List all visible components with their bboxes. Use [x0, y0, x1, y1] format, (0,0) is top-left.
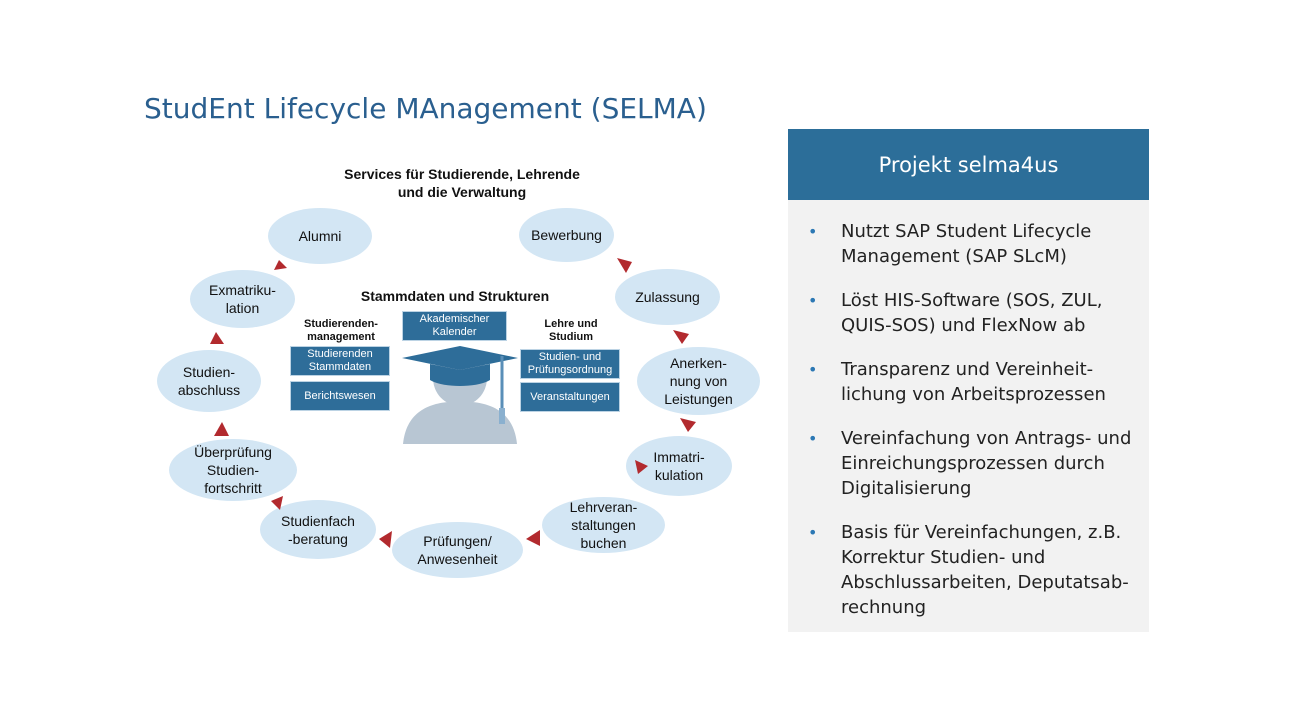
- lifecycle-step-studienfachberatung: Studienfach -beratung: [260, 500, 376, 559]
- arrow-icon: [210, 332, 224, 344]
- slide-title: StudEnt Lifecycle MAnagement (SELMA): [144, 92, 707, 125]
- reporting-box: Berichtswesen: [290, 381, 390, 411]
- arrow-icon: [214, 422, 229, 436]
- arrow-icon: [617, 258, 632, 273]
- project-panel: Projekt selma4us •Nutzt SAP Student Life…: [788, 129, 1149, 632]
- student-management-label: Studierenden- management: [304, 318, 378, 343]
- lifecycle-step-anerkennung: Anerken- nung von Leistungen: [637, 347, 760, 415]
- student-master-data-box: Studierenden Stammdaten: [290, 346, 390, 376]
- cycle-arrows: [210, 258, 696, 548]
- lifecycle-step-exmatrikulation: Exmatriku- lation: [190, 270, 295, 328]
- bullet-icon: •: [808, 291, 818, 310]
- bullet-item: •Vereinfachung von Antrags- und Einreich…: [808, 428, 1132, 499]
- bullet-list: •Nutzt SAP Student Lifecycle Management …: [788, 219, 1149, 639]
- arrow-icon: [274, 260, 287, 270]
- lifecycle-step-bewerbung: Bewerbung: [519, 208, 614, 262]
- core-title: Stammdaten und Strukturen: [360, 288, 550, 304]
- teaching-label: Lehre und Studium: [544, 318, 598, 343]
- bullet-icon: •: [808, 222, 818, 241]
- academic-calendar-box: Akademischer Kalender: [402, 311, 507, 341]
- graduate-figure-icon: [402, 346, 518, 444]
- lifecycle-step-lehrveranstaltungen: Lehrveran- staltungen buchen: [542, 497, 665, 553]
- bullet-icon: •: [808, 360, 818, 379]
- services-title: Services für Studierende, Lehrende und d…: [344, 166, 580, 200]
- panel-header: Projekt selma4us: [788, 129, 1149, 200]
- arrow-icon: [379, 531, 392, 548]
- arrow-icon: [271, 496, 283, 510]
- study-regulations-box: Studien- und Prüfungsordnung: [520, 349, 620, 379]
- lifecycle-step-studienabschluss: Studien- abschluss: [157, 350, 261, 412]
- lifecycle-step-zulassung: Zulassung: [615, 269, 720, 325]
- arrow-icon: [635, 460, 648, 474]
- bullet-icon: •: [808, 523, 818, 542]
- lifecycle-diagram: Services für Studierende, Lehrende und d…: [157, 166, 760, 578]
- lifecycle-step-immatrikulation: Immatri- kulation: [626, 436, 732, 496]
- bullet-item: •Basis für Vereinfachungen, z.B. Korrekt…: [808, 522, 1129, 618]
- arrow-icon: [680, 418, 696, 432]
- lifecycle-step-pruefungen: Prüfungen/ Anwesenheit: [392, 522, 523, 578]
- lifecycle-step-ueberpruefung: Überprüfung Studien- fortschritt: [169, 439, 297, 501]
- bullet-icon: •: [808, 429, 818, 448]
- arrow-icon: [526, 530, 540, 546]
- arrow-icon: [673, 330, 689, 344]
- bullet-item: •Transparenz und Vereinheit- lichung von…: [808, 359, 1106, 405]
- lifecycle-step-alumni: Alumni: [268, 208, 372, 264]
- bullet-item: •Löst HIS-Software (SOS, ZUL, QUIS-SOS) …: [808, 290, 1103, 336]
- courses-box: Veranstaltungen: [520, 382, 620, 412]
- bullet-item: •Nutzt SAP Student Lifecycle Management …: [808, 221, 1092, 267]
